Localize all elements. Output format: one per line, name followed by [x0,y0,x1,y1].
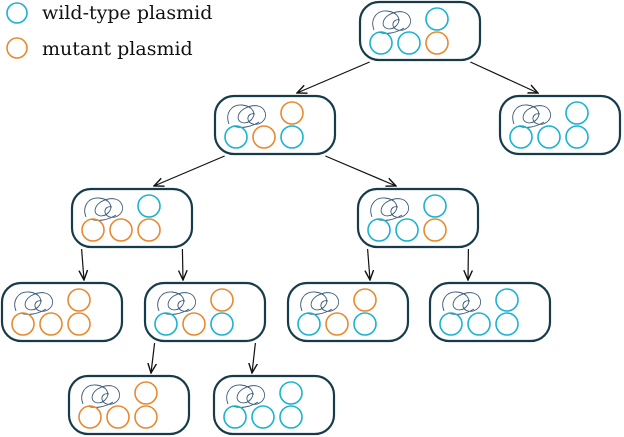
wild-type-plasmid [369,31,393,55]
mutant-plasmid [353,288,377,312]
cell-membrane [286,281,410,343]
lineage-arrow [154,155,225,186]
cell-membrane [428,281,552,343]
wild-type-plasmid [425,7,449,31]
mutant-plasmid [81,218,105,242]
mutant-plasmid [210,288,234,312]
wild-type-plasmid [397,31,421,55]
wild-type-plasmid [251,405,275,429]
mutant-plasmid [109,218,133,242]
cell-membrane [212,374,336,436]
wild-type-plasmid [509,125,533,149]
wild-type-plasmid [565,101,589,125]
lineage-arrow [325,155,396,186]
legend: wild-type plasmid mutant plasmid [6,2,212,60]
wild-type-plasmid [495,288,519,312]
lineage-arrow [151,342,155,373]
wild-type-plasmid [353,312,377,336]
lineage-arrows [82,61,538,373]
wild-type-plasmid [279,381,303,405]
bacterial-cell [428,281,552,343]
wild-type-plasmid [280,125,304,149]
wild-type-plasmid [467,312,491,336]
bacterial-cell [212,374,336,436]
cell-membrane [70,187,194,249]
legend-wild-type-label: wild-type plasmid [42,2,212,24]
bacterial-cell [0,281,124,343]
wild-type-plasmid [423,194,447,218]
lineage-arrow [82,248,84,280]
mutant-plasmid [325,312,349,336]
mutant-plasmid [252,125,276,149]
wild-type-plasmid [565,125,589,149]
mutant-plasmid [280,101,304,125]
bacterial-cell [356,187,480,249]
wild-type-plasmid [279,405,303,429]
bacterial-cell [143,281,267,343]
wild-type-plasmid [439,312,463,336]
mutant-plasmid [134,405,158,429]
bacterial-cell [358,0,482,62]
wild-type-plasmid [210,312,234,336]
wild-type-plasmid [537,125,561,149]
wild-type-plasmid [223,405,247,429]
lineage-arrow [182,248,183,280]
lineage-arrow [470,61,538,93]
bacterial-cell [213,94,337,156]
bacterial-cell [286,281,410,343]
wild-type-plasmid [154,312,178,336]
mutant-plasmid [39,312,63,336]
wild-type-plasmid [137,194,161,218]
cell-membrane [356,187,480,249]
mutant-plasmid [425,31,449,55]
cell-membrane [67,374,191,436]
wild-type-plasmid [495,312,519,336]
mutant-plasmid [182,312,206,336]
mutant-plasmid [67,312,91,336]
lineage-arrow [297,61,370,93]
wild-type-plasmid [395,218,419,242]
bacterial-cell [498,94,622,156]
legend-mutant-swatch [6,37,28,59]
legend-wild-type-swatch [6,2,28,24]
lineage-arrow [368,248,370,280]
mutant-plasmid [134,381,158,405]
mutant-plasmid [106,405,130,429]
mutant-plasmid [78,405,102,429]
mutant-plasmid [423,218,447,242]
wild-type-plasmid [224,125,248,149]
mutant-plasmid [137,218,161,242]
bacterial-cell [70,187,194,249]
legend-mutant-label: mutant plasmid [42,38,193,60]
cell-membrane [0,281,124,343]
wild-type-plasmid [297,312,321,336]
lineage-arrow [252,342,255,373]
cell-membrane [213,94,337,156]
mutant-plasmid [67,288,91,312]
mutant-plasmid [11,312,35,336]
cell-membrane [498,94,622,156]
wild-type-plasmid [367,218,391,242]
cell-membrane [358,0,482,62]
cell-membrane [143,281,267,343]
bacterial-cell [67,374,191,436]
